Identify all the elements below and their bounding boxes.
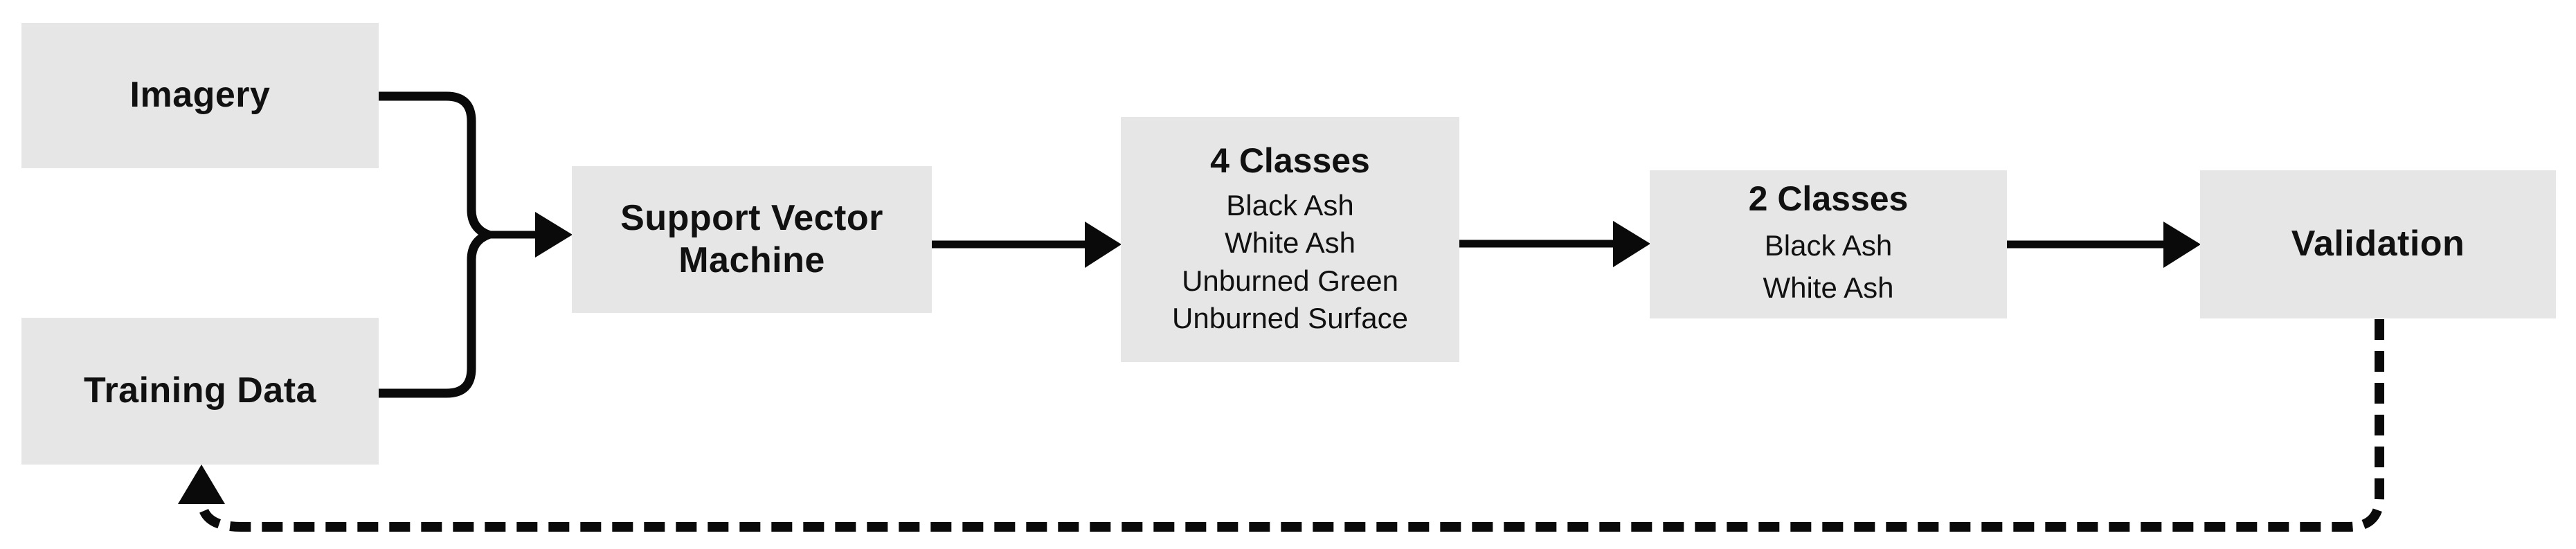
four-classes-item: Unburned Green bbox=[1182, 264, 1398, 297]
node-two-classes: 2 Classes Black Ash White Ash bbox=[1650, 170, 2007, 318]
node-validation-label: Validation bbox=[2291, 224, 2465, 264]
arrow-two-to-validation-head bbox=[2163, 222, 2201, 268]
node-training-data: Training Data bbox=[21, 318, 379, 465]
two-classes-title: 2 Classes bbox=[1748, 179, 1909, 219]
two-classes-item: White Ash bbox=[1763, 271, 1894, 304]
feedback-validation-to-training-dashed bbox=[197, 319, 2384, 532]
arrow-merge-to-svm-head bbox=[535, 212, 573, 258]
node-imagery-label: Imagery bbox=[129, 75, 271, 116]
four-classes-item: Black Ash bbox=[1226, 188, 1354, 222]
node-svm-label: Support Vector Machine bbox=[620, 197, 883, 280]
merge-brace-connector bbox=[379, 91, 501, 398]
four-classes-item: Unburned Surface bbox=[1172, 302, 1408, 335]
node-support-vector-machine: Support Vector Machine bbox=[572, 166, 932, 313]
node-imagery: Imagery bbox=[21, 23, 379, 168]
arrow-four-to-two-head bbox=[1613, 221, 1650, 267]
node-four-classes: 4 Classes Black Ash White Ash Unburned G… bbox=[1121, 117, 1459, 362]
four-classes-title: 4 Classes bbox=[1210, 141, 1370, 181]
node-training-data-label: Training Data bbox=[84, 370, 316, 411]
feedback-arrow-head bbox=[178, 465, 225, 504]
two-classes-item: Black Ash bbox=[1764, 228, 1893, 262]
node-validation: Validation bbox=[2200, 170, 2556, 318]
arrow-svm-to-four-head bbox=[1085, 222, 1122, 268]
four-classes-item: White Ash bbox=[1224, 226, 1356, 260]
